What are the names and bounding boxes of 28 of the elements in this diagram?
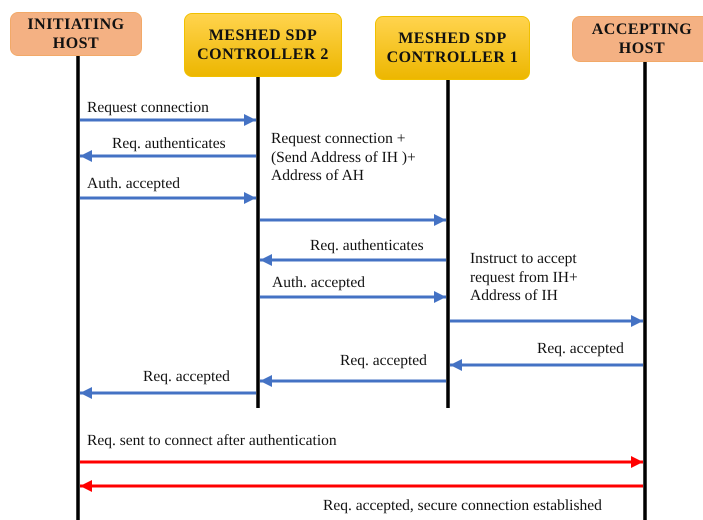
message-label: Req. accepted, secure connection established bbox=[323, 497, 602, 516]
participant-box: MESHED SDP CONTROLLER 2 bbox=[184, 13, 342, 77]
message-label: Instruct to accept request from IH+ Address of IH bbox=[470, 250, 579, 306]
message-label: Request connection bbox=[87, 99, 209, 118]
arrow bbox=[260, 291, 446, 303]
message-label: Req. accepted bbox=[143, 368, 230, 387]
arrow bbox=[80, 456, 643, 468]
message-label: Req. sent to connect after authentication bbox=[87, 432, 337, 451]
arrow bbox=[80, 114, 256, 126]
arrow bbox=[450, 315, 643, 327]
message-label: Request connection + (Send Address of IH )+ Address of AH bbox=[271, 130, 417, 186]
arrow bbox=[80, 387, 256, 399]
arrow bbox=[80, 150, 256, 162]
participant-box: MESHED SDP CONTROLLER 1 bbox=[375, 16, 530, 80]
message-label: Req. authenticates bbox=[112, 135, 226, 154]
message-label: Auth. accepted bbox=[87, 175, 180, 194]
arrow bbox=[80, 192, 256, 204]
message-label: Req. authenticates bbox=[310, 237, 424, 256]
arrow bbox=[260, 375, 446, 387]
arrow bbox=[260, 214, 446, 226]
arrow bbox=[450, 359, 643, 371]
arrow bbox=[260, 254, 446, 266]
participant-box: ACCEPTING HOST bbox=[572, 16, 703, 62]
message-label: Auth. accepted bbox=[272, 274, 365, 293]
participant-box: INITIATING HOST bbox=[10, 12, 142, 56]
arrow bbox=[80, 480, 643, 492]
message-label: Req. accepted bbox=[537, 340, 624, 359]
message-label: Req. accepted bbox=[340, 352, 427, 371]
